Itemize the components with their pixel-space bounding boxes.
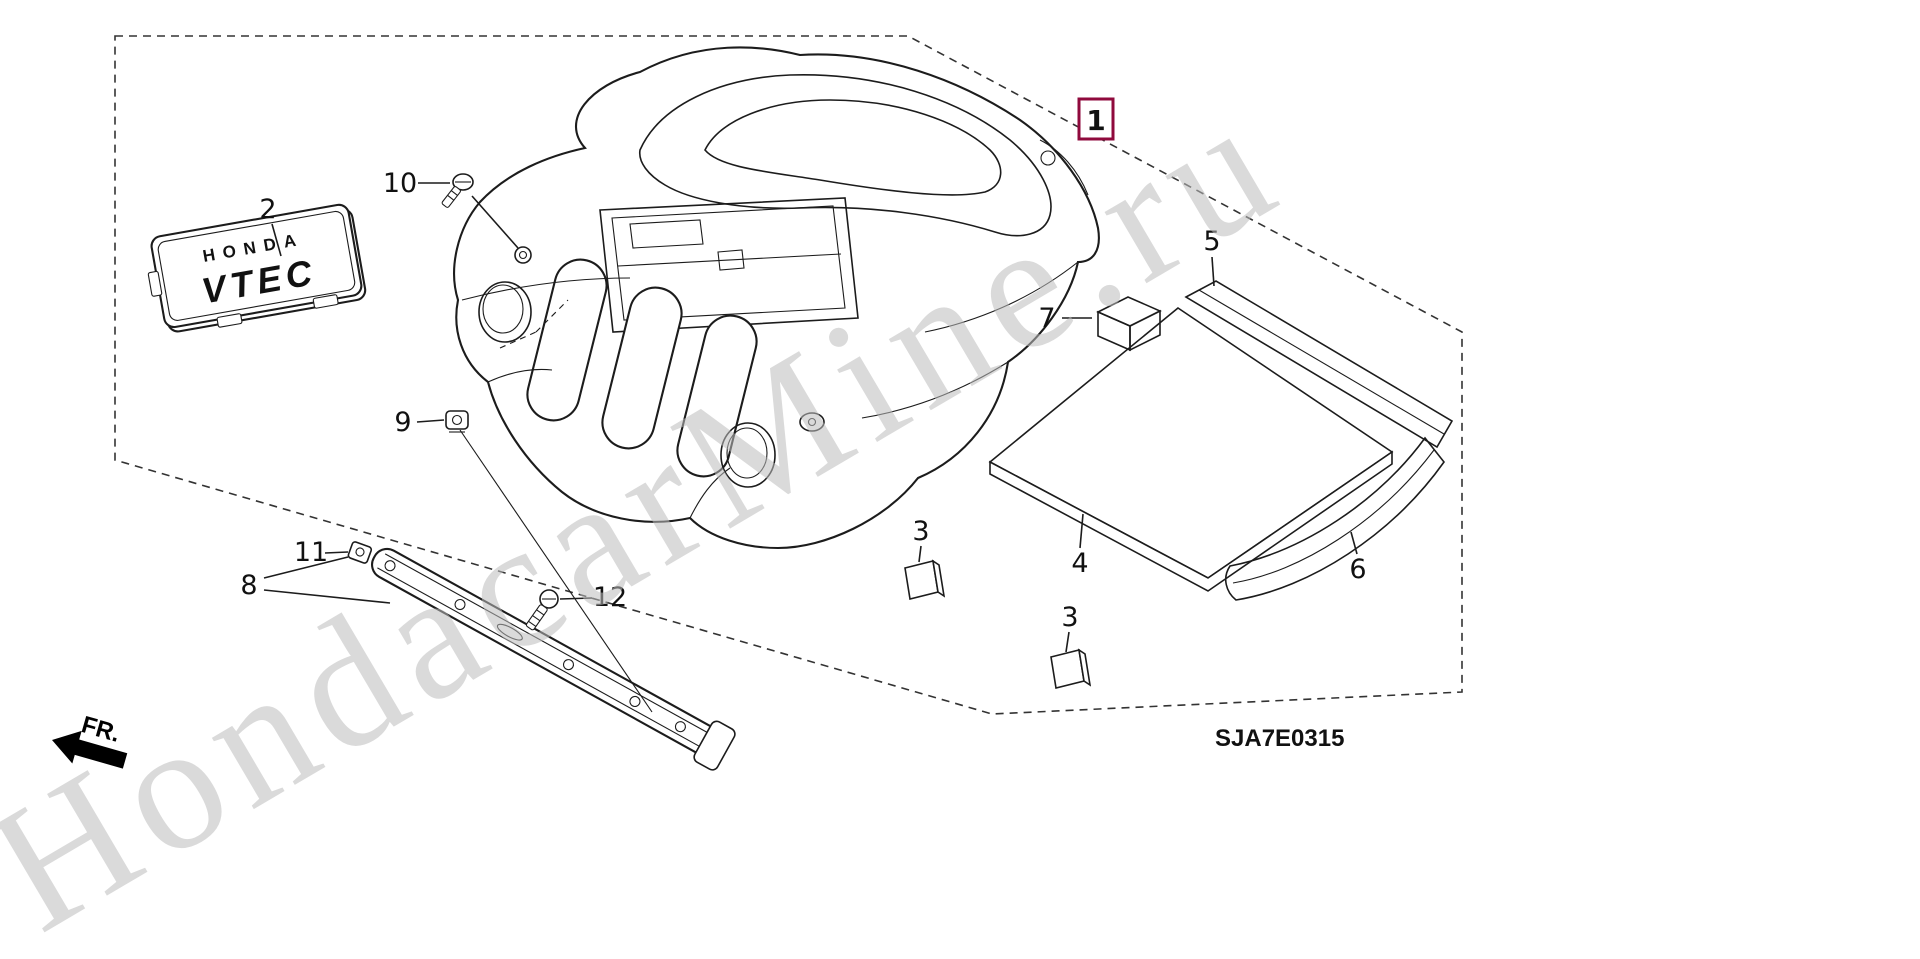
callout-part-12[interactable]: 12	[593, 582, 627, 613]
callout-part-4[interactable]: 4	[1071, 548, 1088, 579]
diagram-code: SJA7E0315	[1215, 725, 1344, 752]
lower-bracket	[371, 547, 736, 771]
engine-cover-drawing	[453, 46, 1100, 550]
intake-bulge	[639, 73, 1052, 237]
callout-part-3b[interactable]: 3	[1061, 602, 1078, 633]
clip-nut-11	[347, 541, 373, 564]
screw-10	[441, 173, 474, 208]
foam-strip-6	[1224, 436, 1446, 601]
callout-part-5[interactable]: 5	[1203, 226, 1220, 257]
callout-part-3a[interactable]: 3	[912, 516, 929, 547]
foam-strip-5	[1184, 280, 1454, 449]
small-oval-hole	[799, 412, 825, 432]
callout-part-11[interactable]: 11	[294, 537, 328, 568]
assembly-axis-line	[459, 429, 653, 713]
callout-part-9[interactable]: 9	[394, 407, 411, 438]
screw-12	[525, 589, 559, 631]
front-arrow-icon	[52, 730, 128, 769]
left-round-hole	[478, 281, 532, 343]
foam-square-3a	[904, 559, 946, 600]
callout-part-1-box[interactable]: 1	[1077, 97, 1115, 141]
emblem-plate: HONDA VTEC	[147, 203, 367, 333]
callout-part-6[interactable]: 6	[1349, 554, 1366, 585]
leader-lines	[263, 182, 1358, 653]
callout-part-2[interactable]: 2	[259, 194, 276, 225]
grommet-9	[445, 410, 469, 433]
callout-part-8[interactable]: 8	[240, 570, 257, 601]
dashed-boundary-frame	[114, 35, 1463, 715]
screw-clip-hole	[514, 246, 532, 264]
vent-grid	[599, 197, 859, 333]
intake-slots	[526, 258, 758, 478]
right-round-hole	[720, 422, 776, 488]
foam-square-3b	[1050, 648, 1092, 689]
insulator-pad-4	[988, 307, 1394, 592]
callout-part-10[interactable]: 10	[383, 168, 417, 199]
foam-block-7	[1096, 296, 1162, 352]
callout-part-7[interactable]: 7	[1038, 303, 1055, 334]
callout-part-1-label[interactable]: 1	[1086, 104, 1105, 137]
